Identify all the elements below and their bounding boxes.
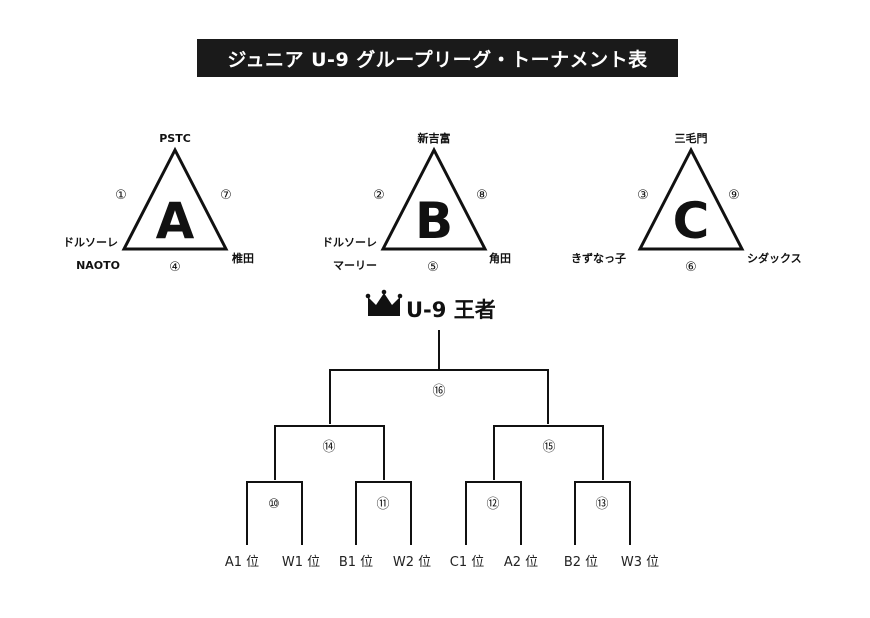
group-c-left-team-1: きずなっ子 [571,251,626,265]
slot-label: W1 位 [282,555,320,570]
group-c-right-team: シダックス [747,251,802,265]
slot-label: W3 位 [621,555,659,570]
group-c-match-right: ⑨ [728,188,740,203]
crown-icon [368,293,400,316]
group-b-triangle [380,146,488,251]
group-b-left-team-1: ドルソーレ [322,236,377,249]
match-quarter-4: ⑬ [595,497,608,512]
group-c-match-bottom: ⑥ [685,260,697,275]
slot-label: B1 位 [339,555,373,570]
group-a-triangle [121,146,229,251]
group-a-right-team: 椎田 [231,251,254,265]
group-b-letter: B [415,192,453,250]
group-b-right-team: 角田 [489,251,511,265]
match-quarter-1: ⑩ [268,497,280,512]
group-a-top-team: PSTC [159,132,191,145]
group-a-match-right: ⑦ [220,188,232,203]
group-b-match-left: ② [373,188,385,203]
group-a: A PSTC ドルソーレ NAOTO 椎田 ① ⑦ ④ [63,132,254,275]
group-a-match-left: ① [115,188,127,203]
match-semi-left: ⑭ [322,440,335,455]
match-quarter-2: ⑪ [376,497,389,512]
group-b-top-team: 新吉富 [418,131,451,145]
page-title: ジュニア U-9 グループリーグ・トーナメント表 [197,39,678,77]
group-c-triangle [637,146,745,251]
group-c-letter: C [673,192,710,250]
group-b-match-right: ⑧ [476,188,488,203]
champion-heading: U-9 王者 [365,289,496,322]
bracket-lines [246,330,631,545]
group-c-top-team: 三毛門 [675,131,708,145]
group-b: B 新吉富 ドルソーレ マーリー 角田 ② ⑧ ⑤ [322,131,511,275]
slot-label: W2 位 [393,555,431,570]
match-semi-right: ⑮ [542,440,555,455]
match-quarter-3: ⑫ [486,497,499,512]
group-a-left-team-2: NAOTO [76,259,120,272]
slot-label: A2 位 [504,555,538,570]
slot-label: C1 位 [450,555,484,570]
slot-label: B2 位 [564,555,598,570]
group-b-match-bottom: ⑤ [427,260,439,275]
match-final: ⑯ [432,384,445,399]
group-b-left-team-2: マーリー [333,259,377,272]
group-c: C 三毛門 きずなっ子 シダックス ③ ⑨ ⑥ [571,131,802,275]
champion-label: U-9 王者 [406,298,496,322]
group-a-letter: A [156,192,195,250]
group-a-match-bottom: ④ [169,260,181,275]
group-c-match-left: ③ [637,188,649,203]
slot-label: A1 位 [225,555,259,570]
group-a-left-team-1: ドルソーレ [63,236,118,249]
